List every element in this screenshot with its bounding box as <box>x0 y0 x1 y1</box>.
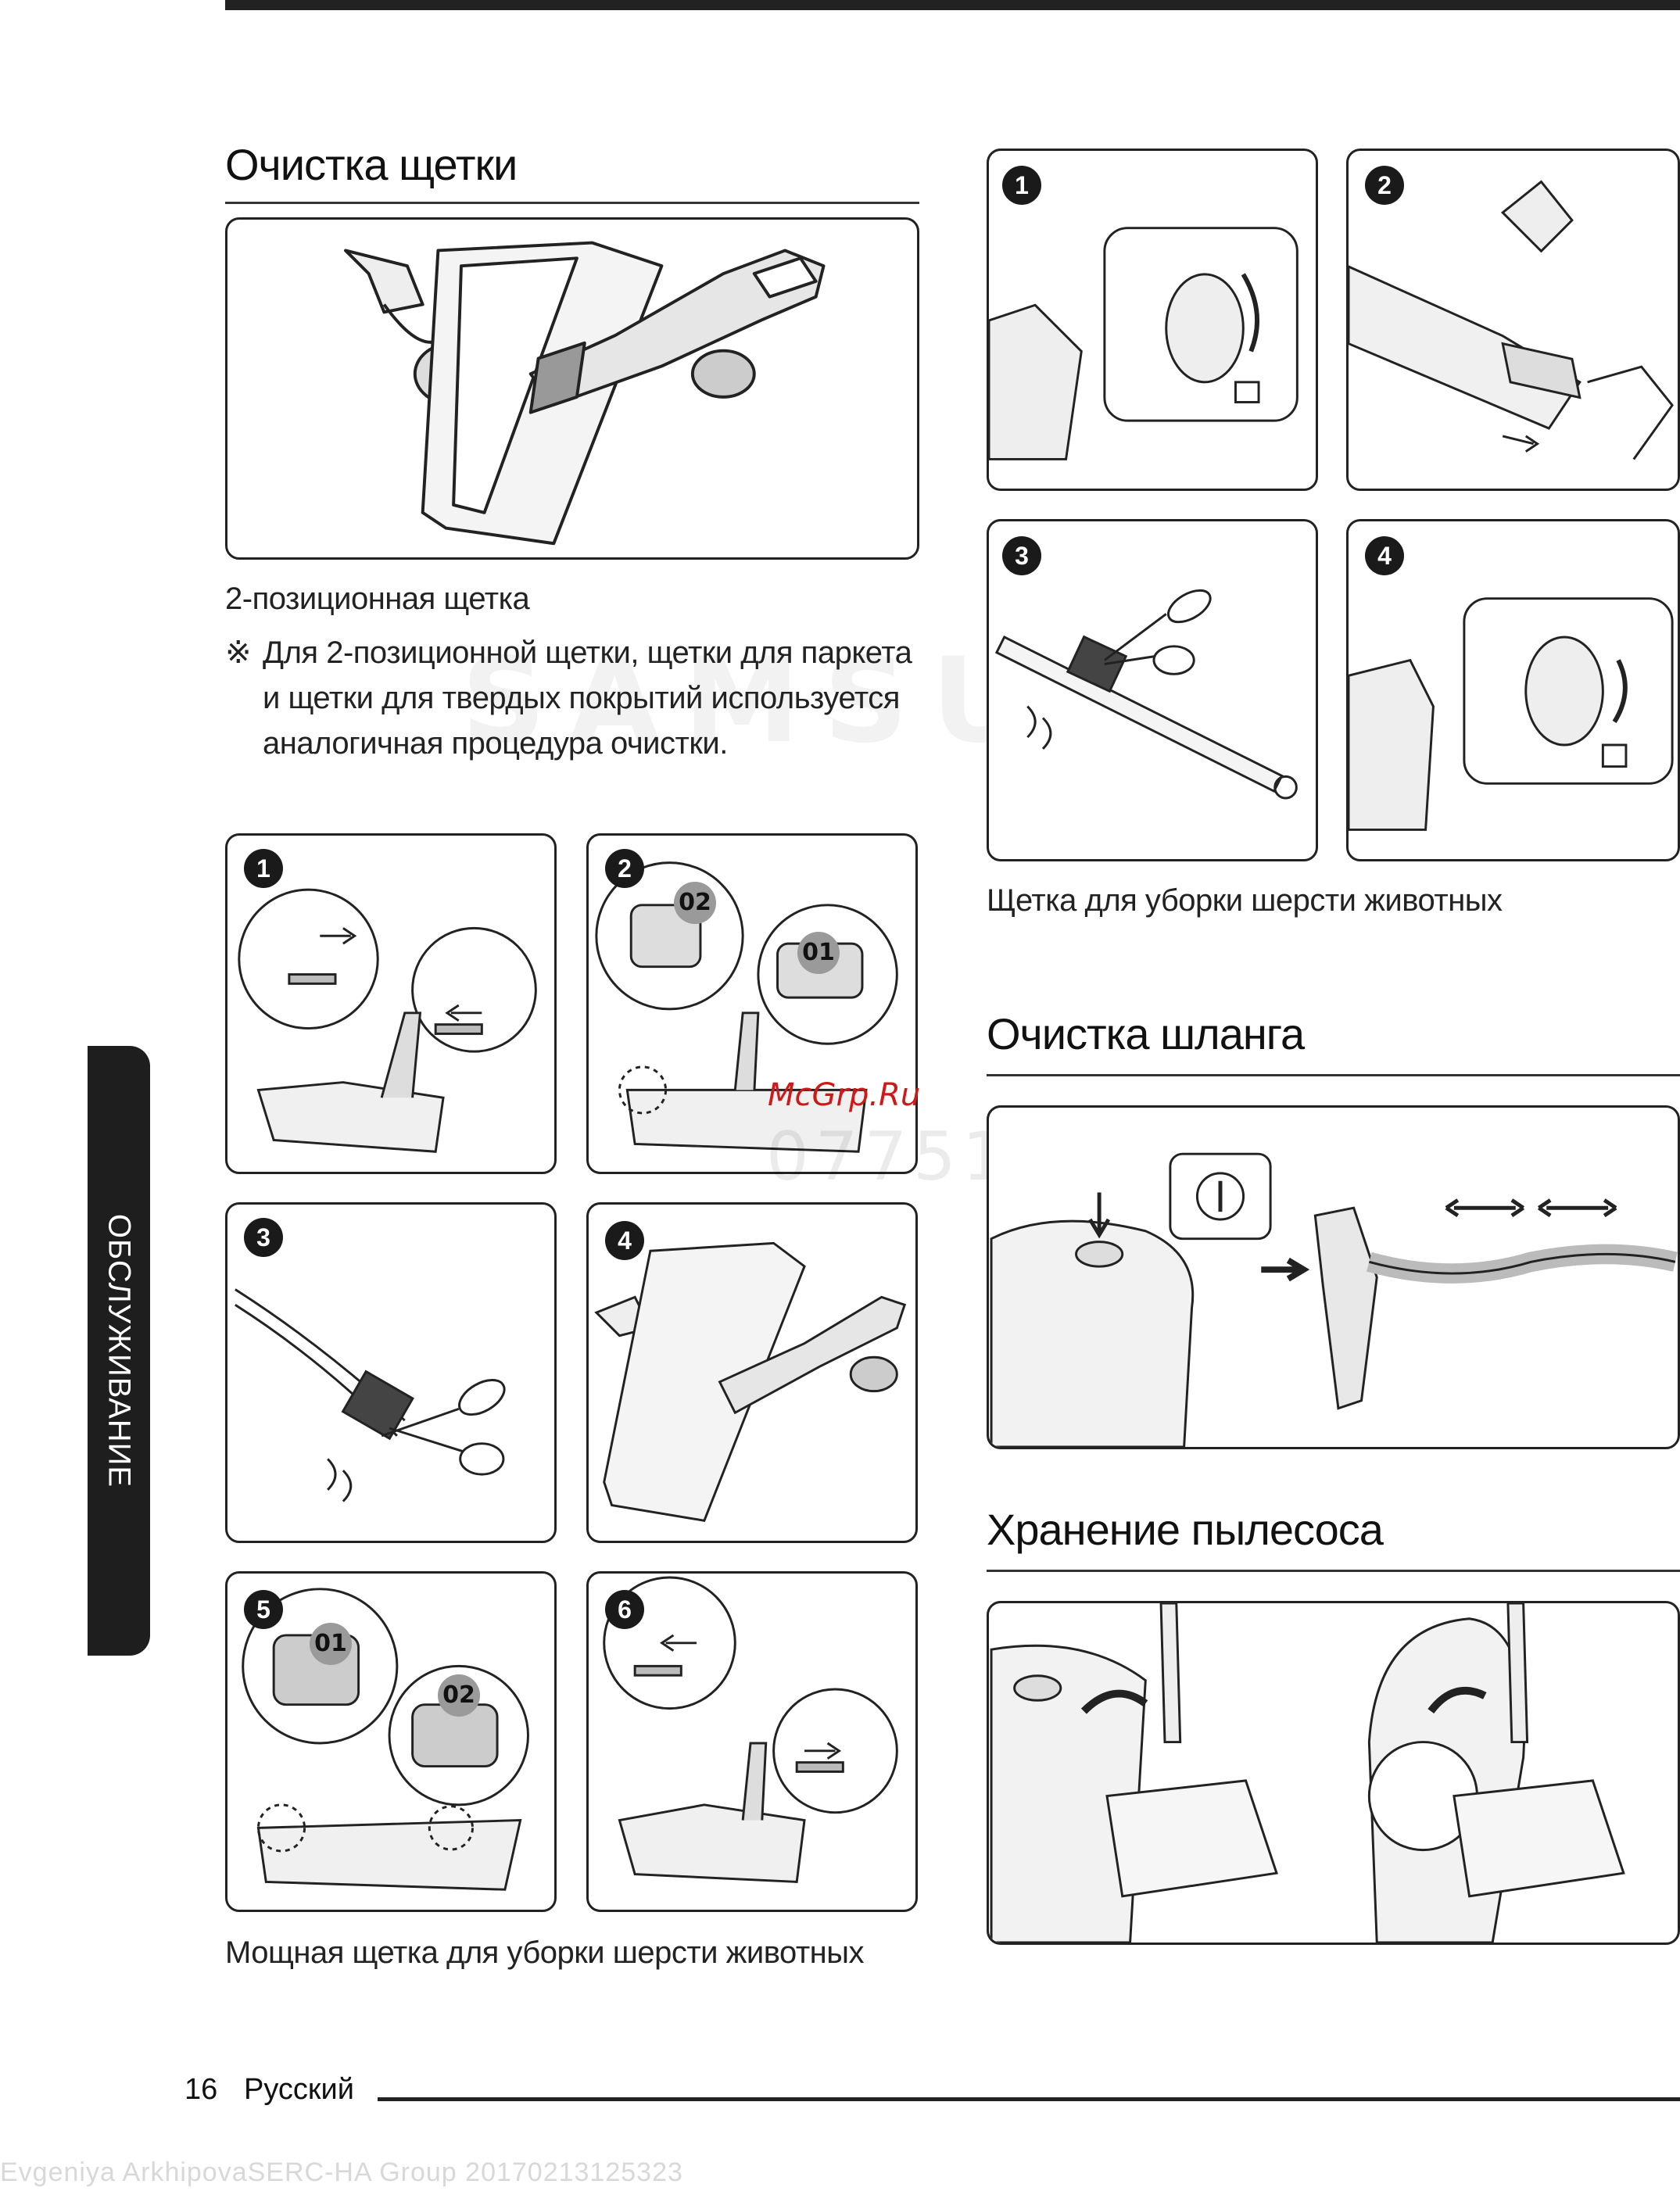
storage-title: Хранение пылесоса <box>987 1505 1384 1554</box>
step-badge-2: 2 <box>605 849 644 888</box>
sub-label-01: 01 <box>797 932 840 974</box>
page-language: Русский <box>244 2073 354 2106</box>
unlock-slider-icon <box>238 888 537 1153</box>
pet-step-badge-2: 2 <box>1365 166 1404 205</box>
side-tab-label: ОБСЛУЖИВАНИЕ <box>102 1213 137 1488</box>
print-stamp: Evgeniya ArkhipovaSERC-HA Group 20170213… <box>0 2157 683 2187</box>
note-mark: ※ <box>225 636 252 670</box>
scissors-cut-hair-icon <box>235 1288 506 1502</box>
two-position-brush-caption: 2-позиционная щетка <box>225 582 530 616</box>
step-badge-1: 1 <box>244 849 283 888</box>
power-brush-step-5-illustration <box>225 1571 557 1912</box>
lock-dial-icon <box>1349 597 1674 831</box>
scissors-roller-icon <box>994 589 1298 800</box>
page-number: 16 <box>184 2073 218 2106</box>
step-badge-6: 6 <box>605 1590 644 1629</box>
sub-label-02: 02 <box>674 882 716 924</box>
brush-nozzle-cleaning-icon <box>594 1241 907 1522</box>
unlock-dial-icon <box>989 227 1299 460</box>
step-badge-5: 5 <box>244 1590 283 1629</box>
brush-title-rule <box>225 202 919 204</box>
power-brush-step-3-illustration <box>225 1202 557 1543</box>
brush-cleaning-title: Очистка щетки <box>225 140 518 189</box>
power-brush-step-1-illustration <box>225 833 557 1174</box>
two-position-brush-illustration <box>225 217 919 560</box>
hose-squeeze-icon <box>990 1152 1678 1447</box>
power-brush-step-6-illustration <box>586 1571 918 1912</box>
pet-step-badge-1: 1 <box>1002 166 1041 205</box>
note-line-2: и щетки для твердых покрытий используетс… <box>263 681 900 715</box>
step-badge-4: 4 <box>605 1221 644 1260</box>
pet-step-badge-3: 3 <box>1002 536 1041 575</box>
power-brush-step-4-illustration <box>586 1202 918 1543</box>
lock-slider-icon <box>603 1576 898 1883</box>
nozzle-parking-icon <box>990 1603 1625 1943</box>
brush-with-nozzle-icon <box>344 241 826 546</box>
side-tab-maintenance: ОБСЛУЖИВАНИЕ <box>88 1046 150 1656</box>
pet-brush-step-4-illustration <box>1346 519 1680 861</box>
power-pet-brush-caption: Мощная щетка для уборки шерсти животных <box>225 1935 865 1970</box>
pull-roller-icon <box>1349 180 1674 460</box>
hose-cleaning-illustration <box>987 1105 1680 1449</box>
pet-brush-step-3-illustration <box>987 519 1318 861</box>
hose-title-rule <box>987 1074 1680 1076</box>
pet-step-badge-4: 4 <box>1365 536 1404 575</box>
pet-brush-step-1-illustration <box>987 149 1318 491</box>
sub-label-02-step5: 02 <box>438 1674 480 1717</box>
site-watermark: McGrp.Ru <box>768 1077 921 1113</box>
pet-brush-step-2-illustration <box>1346 149 1680 491</box>
hose-cleaning-title: Очистка шланга <box>987 1009 1305 1058</box>
storage-title-rule <box>987 1570 1680 1572</box>
brush-note: ※ Для 2-позиционной щетки, щетки для пар… <box>225 630 935 766</box>
footer-rule <box>378 2097 1680 2101</box>
insert-roller-icon <box>242 1588 529 1891</box>
top-rule <box>225 0 1680 10</box>
sub-label-01-step5: 01 <box>310 1623 352 1665</box>
note-line-1: Для 2-позиционной щетки, щетки для парке… <box>263 636 912 670</box>
note-line-3: аналогичная процедура очистки. <box>263 726 728 761</box>
storage-illustration <box>987 1601 1680 1945</box>
step-badge-3: 3 <box>244 1218 283 1257</box>
pet-brush-caption: Щетка для уборки шерсти животных <box>987 883 1503 918</box>
